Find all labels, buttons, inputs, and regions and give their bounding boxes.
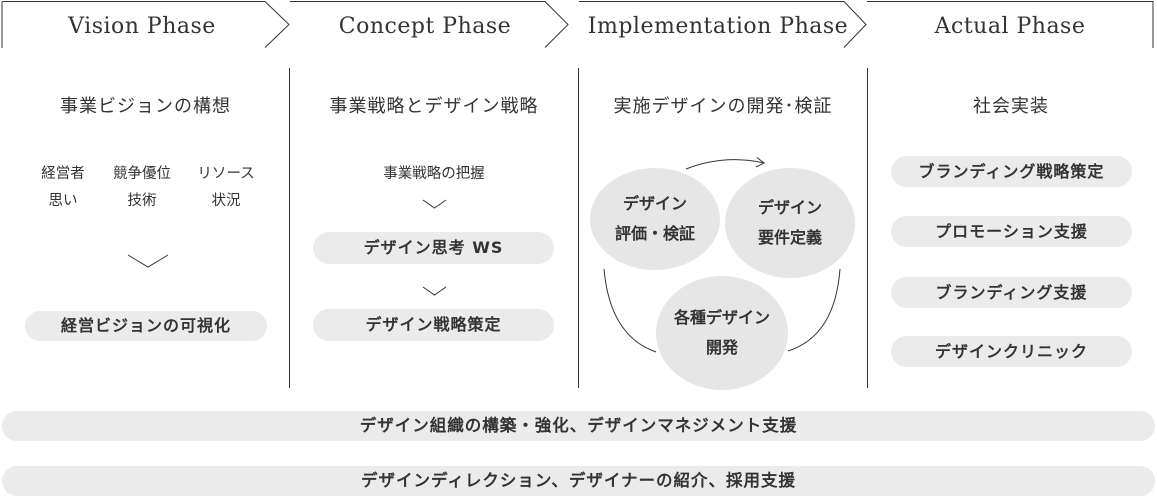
cycle-node-evaluation: デザイン評価・検証 [590, 168, 720, 270]
phase-label-concept: Concept Phase [338, 14, 512, 39]
actual-item-pill: ブランディング戦略策定 [891, 156, 1132, 187]
chevron-down-icon [127, 254, 169, 268]
vision-result-pill: 経営ビジョンの可視化 [25, 311, 267, 341]
actual-item-pill: ブランディング支援 [891, 277, 1132, 308]
phase-label-actual: Actual Phase [934, 14, 1086, 39]
phase-label-vision: Vision Phase [68, 14, 216, 39]
chevron-down-icon [422, 286, 447, 296]
bottom-bar-organization: デザイン組織の構築・強化、デザインマネジメント支援 [2, 411, 1155, 441]
cycle-arrowhead [755, 157, 765, 168]
vision-title: 事業ビジョンの構想 [60, 96, 231, 117]
phase-chevron-concept [290, 1, 569, 48]
chevron-down-icon [422, 199, 447, 209]
cycle-arc-right [787, 268, 841, 352]
phase-chevron-implementation [579, 1, 867, 48]
implementation-title: 実施デザインの開発･検証 [613, 96, 833, 117]
concept-step-pill: デザイン戦略策定 [313, 309, 554, 341]
phase-label-implementation: Implementation Phase [587, 14, 849, 39]
cycle-arrow-top [685, 159, 765, 170]
phase-chevron-actual [867, 1, 1154, 48]
phase-chevron-vision [1, 1, 290, 48]
vision-input: リソース状況 [197, 166, 255, 209]
vision-input: 経営者思い [41, 166, 85, 209]
concept-step: 事業戦略の把握 [383, 166, 485, 182]
concept-title: 事業戦略とデザイン戦略 [329, 96, 539, 117]
concept-step-pill: デザイン思考 WS [313, 232, 554, 264]
cycle-node-requirements: デザイン要件定義 [725, 168, 855, 278]
actual-title: 社会実装 [973, 96, 1049, 117]
actual-item-pill: デザインクリニック [891, 336, 1132, 367]
cycle-arc-left [603, 268, 657, 353]
vision-input: 競争優位技術 [113, 166, 171, 209]
bottom-bar-direction: デザインディレクション、デザイナーの紹介、採用支援 [2, 466, 1155, 496]
cycle-node-development: 各種デザイン開発 [656, 276, 788, 390]
actual-item-pill: プロモーション支援 [891, 216, 1132, 247]
